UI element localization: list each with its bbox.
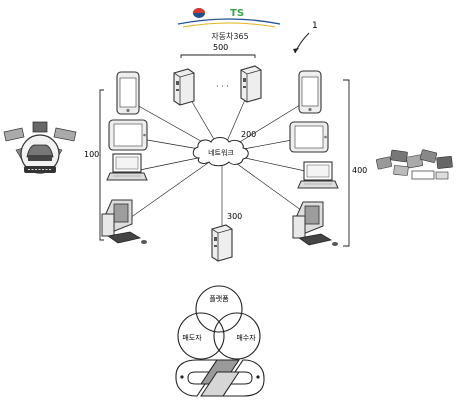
venn-diagram: 플랫폼 매도자 매수자 <box>177 285 261 360</box>
seller-ellipsis: · · · <box>216 82 229 91</box>
venn-label-seller: 매도자 <box>182 333 202 342</box>
seller-group-label: 500 <box>213 43 228 52</box>
buyer-laptop <box>297 161 339 189</box>
seller-server-2 <box>240 65 262 103</box>
buyer-group-label: 400 <box>352 166 367 175</box>
figure-ref-marker: 1 <box>293 21 318 54</box>
venn-label-buyer: 매수자 <box>236 333 256 342</box>
user-phone <box>116 71 140 115</box>
network-ref: 200 <box>241 130 256 139</box>
buyer-tablet <box>289 121 329 153</box>
venn-circle-platform <box>195 285 243 333</box>
seller-server-1 <box>173 68 195 106</box>
logo-caption: 자동차365 <box>211 32 248 41</box>
network-text: 네트워크 <box>208 148 234 157</box>
figure-ref-number: 1 <box>312 21 318 31</box>
network-cloud: 네트워크 200 <box>192 130 256 167</box>
user-laptop <box>106 153 148 181</box>
used-cars-illustration <box>375 149 453 180</box>
chain-link-icon <box>175 359 265 397</box>
platform-server-ref: 300 <box>227 212 242 221</box>
car-dealer-illustration <box>3 121 77 174</box>
user-desktop <box>101 199 148 245</box>
buyer-bracket: 400 <box>343 79 367 247</box>
buyer-phone <box>298 70 322 114</box>
user-tablet <box>108 119 148 151</box>
platform-server <box>211 224 233 262</box>
kotsa-logo: TS 자동차365 <box>177 8 281 41</box>
venn-circle-buyer <box>213 312 261 360</box>
venn-label-platform: 플랫폼 <box>209 294 229 303</box>
buyer-desktop <box>292 201 339 247</box>
seller-bracket: 500 <box>180 43 256 58</box>
user-bracket: 100 <box>84 89 104 241</box>
ts-logo-icon: TS <box>230 8 244 19</box>
user-group-label: 100 <box>84 150 99 159</box>
venn-circle-seller <box>177 312 225 360</box>
